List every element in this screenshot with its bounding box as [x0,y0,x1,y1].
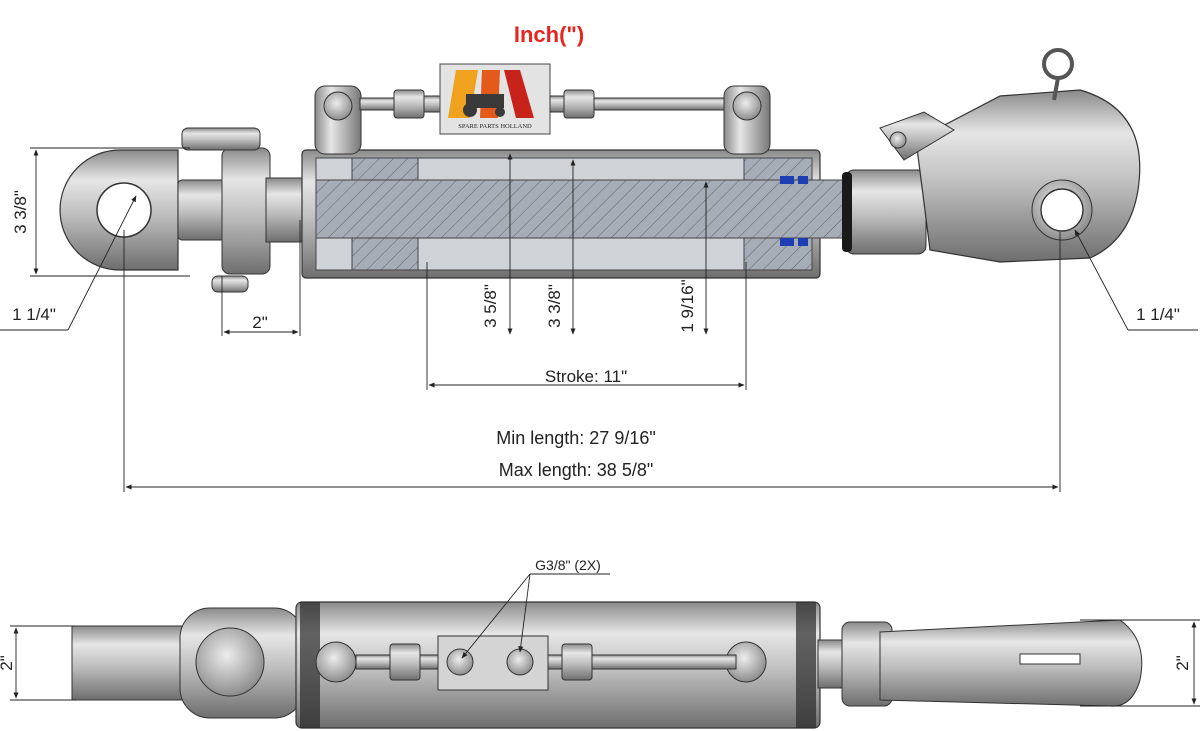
logo-mark [448,70,534,118]
release-ring [1042,48,1074,80]
rod-seal-top [780,176,794,184]
logo-text: SPARE PARTS HOLLAND [458,123,532,130]
width-right-label: 2" [1173,655,1192,671]
units-title: Inch(") [513,22,585,47]
eye-height-label: 3 3/8" [11,190,30,234]
cylinder-barrel-section [301,149,851,279]
rod-diameter-label: 1 9/16" [678,279,697,332]
left-pin-diameter-label: 1 1/4" [12,305,56,324]
left-pin-clip [211,275,249,293]
left-clevis-eye [59,127,307,293]
right-pin-diameter-label: 1 1/4" [1136,305,1180,324]
bottom-barrel [295,601,821,729]
right-pin-hole [1040,188,1084,232]
bottom-dimensions [10,573,1200,707]
hydraulic-line: SPARE PARTS HOLLAND [314,63,771,155]
barrel-diameter-label: 3 5/8" [481,284,500,328]
min-length-label: Min length: 27 9/16" [496,428,656,448]
rod-end-hook [842,48,1141,263]
top-dimension-labels: 3 3/8" 1 1/4" 2" 3 5/8" 3 3/8" 1 9/16" S… [11,190,1180,480]
g38-port-2 [506,648,534,676]
max-length-label: Max length: 38 5/8" [499,460,654,480]
width-left-label: 2" [0,655,16,671]
bore-diameter-label: 3 3/8" [545,284,564,328]
hook-body [915,89,1141,263]
left-pin-head [181,127,261,151]
bottom-left-clevis [71,607,305,719]
stroke-label: Stroke: 11" [545,367,627,386]
rod-section [315,179,851,239]
clevis-width-label: 2" [252,313,268,332]
rod-end-collar [845,169,927,255]
top-view: SPARE PARTS HOLLAND [0,48,1198,492]
left-clevis-fork [221,147,271,275]
rod-seal-bottom [780,238,794,246]
bottom-hook [879,619,1143,707]
g38-port-1 [446,648,474,676]
top-dimensions [0,147,1198,492]
bottom-port-left [315,641,357,683]
bottom-dimension-labels: G3/8" (2X) 2" 2" [0,557,1192,671]
left-pin-hole [96,182,152,238]
port-callout-label: G3/8" (2X) [535,557,601,573]
bottom-view: G3/8" (2X) 2" 2" [0,557,1200,729]
bottom-rod-end [817,619,1143,707]
